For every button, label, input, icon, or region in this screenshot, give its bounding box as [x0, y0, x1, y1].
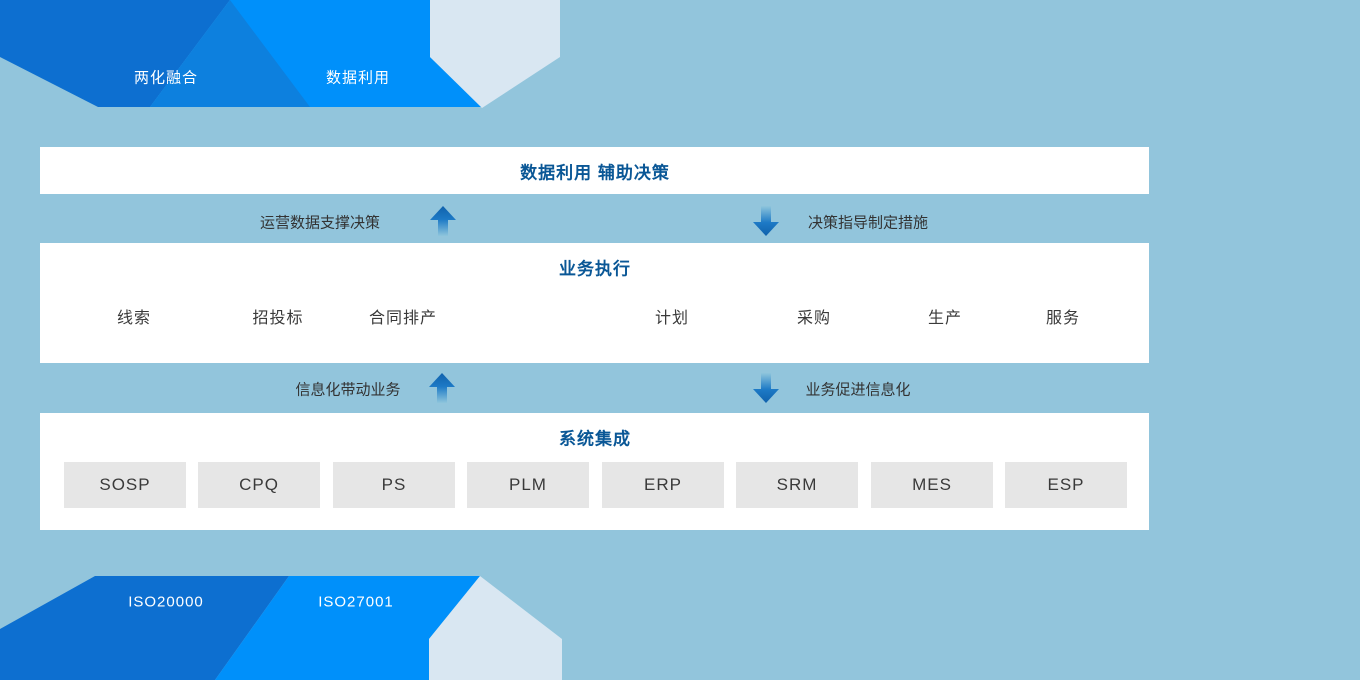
exchange-top-up-label: 运营数据支撑决策	[259, 214, 381, 232]
down-arrow-icon	[753, 373, 779, 403]
flow-step-label-production: 生产	[927, 310, 963, 327]
down-arrow-icon	[753, 206, 779, 236]
system-box-plm: PLM	[467, 462, 589, 508]
flow-step-label-plan: 计划	[654, 310, 690, 327]
tab-data-utilization[interactable]: 数据利用	[325, 69, 391, 87]
exchange-bottom-down-label: 业务促进信息化	[805, 381, 911, 399]
exchange-bottom-up-label: 信息化带动业务	[295, 381, 401, 399]
exchange-top-down-label: 决策指导制定措施	[807, 214, 929, 232]
flow-step-label-leads: 线索	[116, 310, 152, 327]
system-box-erp: ERP	[602, 462, 724, 508]
system-box-mes: MES	[871, 462, 993, 508]
system-box-cpq: CPQ	[198, 462, 320, 508]
system-box-esp: ESP	[1005, 462, 1127, 508]
top-banner-dark-ribbon[interactable]	[0, 0, 230, 107]
panel-decision-title: 数据利用 辅助决策	[520, 163, 670, 183]
flow-step-label-purchase: 采购	[796, 310, 832, 327]
top-banner-fold-shade	[150, 0, 310, 107]
up-arrow-icon	[430, 206, 456, 236]
panel-execution-title: 业务执行	[559, 259, 631, 279]
tab-two-integration[interactable]: 两化融合	[133, 69, 199, 87]
tab-iso20000[interactable]: ISO20000	[128, 593, 204, 611]
tab-iso27001[interactable]: ISO27001	[318, 593, 394, 611]
up-arrow-icon	[429, 373, 455, 403]
bottom-banner-dark-ribbon[interactable]	[0, 576, 289, 680]
system-box-srm: SRM	[736, 462, 858, 508]
panel-integration-title: 系统集成	[559, 429, 631, 449]
top-banner-light-pentagon	[430, 0, 560, 108]
bottom-banner-bright-ribbon[interactable]	[215, 576, 480, 680]
flow-step-label-bidding: 招投标	[252, 310, 304, 327]
flow-step-label-service: 服务	[1045, 310, 1081, 327]
panel-execution	[40, 243, 1149, 363]
system-box-sosp: SOSP	[64, 462, 186, 508]
bottom-banner-light-pentagon	[429, 576, 562, 680]
panel-decision	[40, 147, 1149, 194]
system-box-ps: PS	[333, 462, 455, 508]
flow-step-label-contract: 合同排产	[368, 310, 438, 327]
